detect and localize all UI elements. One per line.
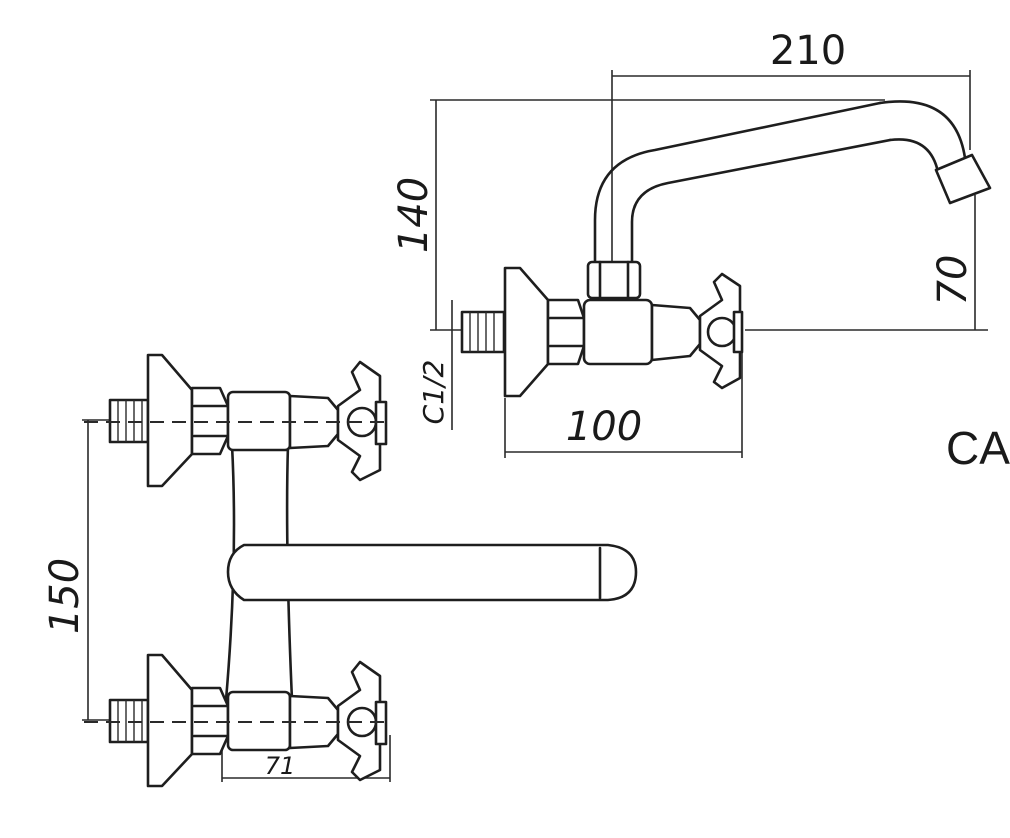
model-label: CA xyxy=(946,422,1010,474)
dim-thread: C1/2 xyxy=(417,360,450,425)
dim-spout-height: 70 xyxy=(930,255,976,306)
dim-centers: 150 xyxy=(42,558,88,634)
dim-body-length: 100 xyxy=(566,404,642,450)
mixer-front-view xyxy=(82,353,638,788)
dim-handle-offset: 71 xyxy=(265,752,296,780)
single-tap-side-view xyxy=(430,70,992,458)
dim-spout-reach: 210 xyxy=(770,28,846,74)
dim-total-height: 140 xyxy=(391,177,437,253)
